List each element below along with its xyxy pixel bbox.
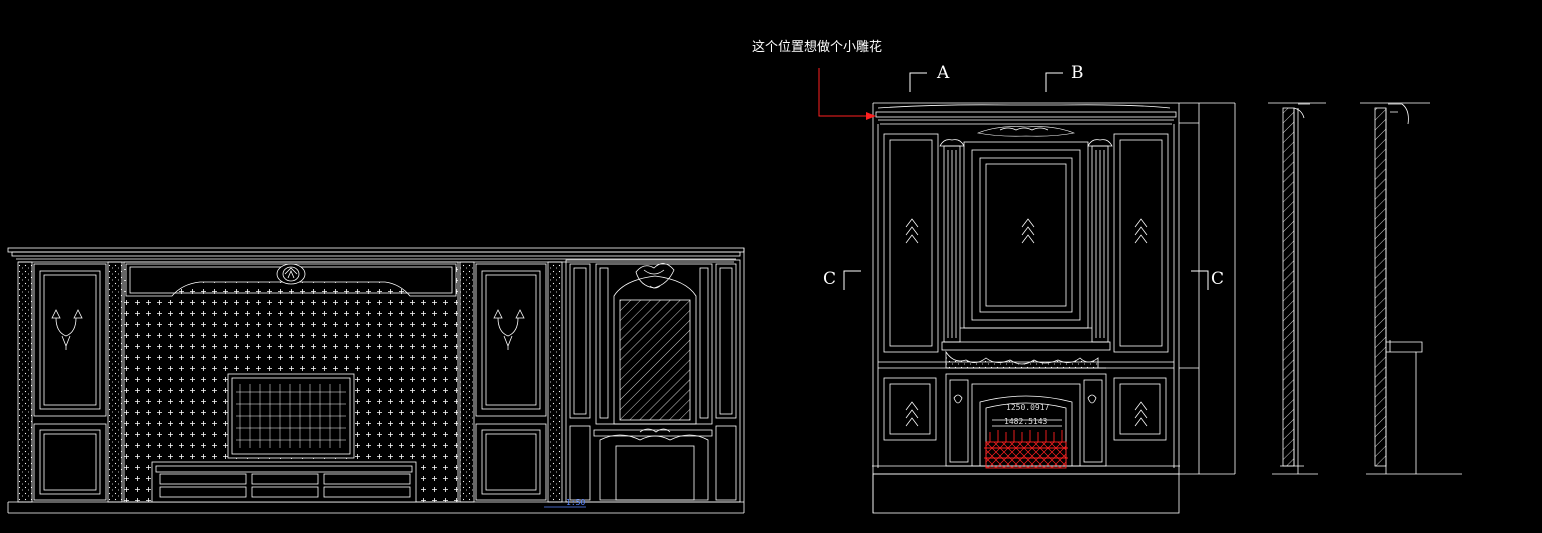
annotation-note: 这个位置想做个小雕花	[752, 40, 883, 55]
wall-sconce-left	[51, 309, 83, 350]
annotation-arrowhead	[866, 112, 876, 120]
section-marker-b: B	[1071, 63, 1084, 83]
dimension-label-2: 1482.5143	[1004, 417, 1048, 426]
section-view-1	[1268, 102, 1326, 475]
section-marker-c-left: C	[823, 269, 837, 289]
left-elevation	[7, 247, 745, 514]
section-marks	[843, 72, 1209, 290]
section-marker-c-right: C	[1211, 269, 1225, 289]
wall-sconce-right	[493, 309, 525, 350]
annotation-leader-line	[818, 68, 868, 117]
scale-tag: 1:50	[566, 498, 586, 507]
carving-motif-group	[905, 218, 1148, 427]
section-view-2	[1360, 102, 1462, 475]
dimension-label-1: 1250.0917	[1006, 403, 1050, 412]
fire-screen-grille	[984, 430, 1068, 469]
middle-elevation	[872, 102, 1236, 514]
section-marker-a: A	[937, 63, 950, 83]
